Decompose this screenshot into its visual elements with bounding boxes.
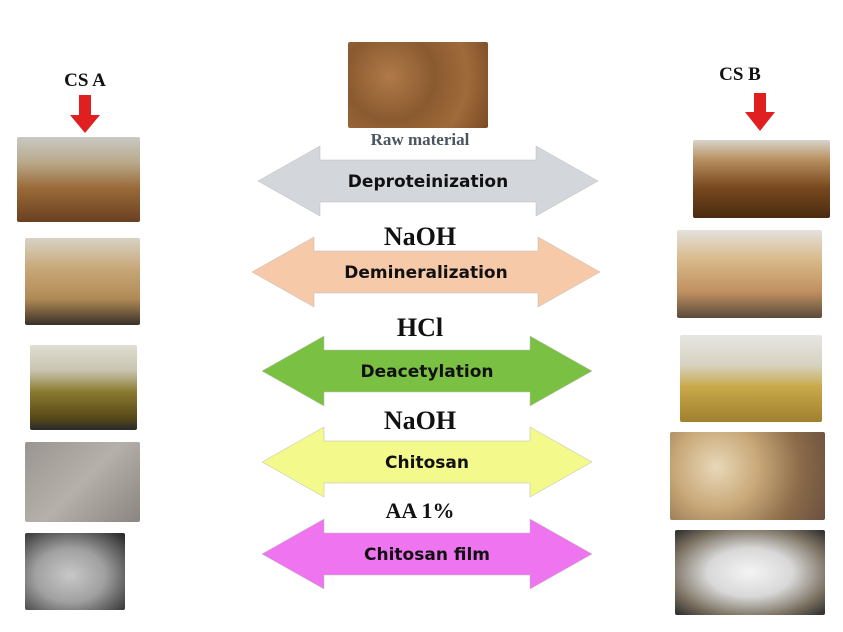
step-label: Chitosan film	[364, 545, 490, 565]
cs-b-photo-chitosan	[670, 432, 825, 520]
cs-a-photo-deacetylation	[30, 345, 137, 430]
arrow-chitosan: Chitosan	[261, 426, 593, 498]
cs-a-title: CS A	[64, 70, 106, 91]
cs-b-photo-deproteinization	[693, 140, 830, 218]
cs-a-photo-demineralization	[25, 238, 140, 325]
double-arrow-shape	[261, 426, 593, 498]
raw-material-photo	[348, 42, 488, 128]
step-label: Demineralization	[344, 263, 507, 283]
double-arrow-shape	[261, 518, 593, 590]
cs-a-photo-chitosan	[25, 442, 140, 522]
cs-b-photo-demineralization	[677, 230, 822, 318]
cs-b-photo-film	[675, 530, 825, 615]
reagent-label: AA 1%	[385, 498, 455, 523]
raw-material-label: Raw material	[370, 130, 470, 149]
arrow-deacetylation: Deacetylation	[261, 335, 593, 407]
reagent-label: NaOH	[383, 406, 457, 435]
step-label: Deacetylation	[361, 362, 494, 382]
cs-a-photo-deproteinization	[17, 137, 140, 222]
arrow-deproteinization: Deproteinization	[257, 145, 599, 217]
double-arrow-shape	[257, 145, 599, 217]
double-arrow-shape	[261, 335, 593, 407]
arrow-chitosan-film: Chitosan film	[261, 518, 593, 590]
cs-b-title: CS B	[719, 64, 761, 85]
step-label: Chitosan	[385, 453, 469, 473]
double-arrow-shape	[251, 236, 601, 308]
cs-a-photo-film	[25, 533, 125, 610]
arrow-demineralization: Demineralization	[251, 236, 601, 308]
step-label: Deproteinization	[348, 172, 508, 192]
reagent-label: NaOH	[383, 222, 457, 251]
cs-b-photo-deacetylation	[680, 335, 822, 422]
reagent-label: HCl	[396, 313, 444, 342]
